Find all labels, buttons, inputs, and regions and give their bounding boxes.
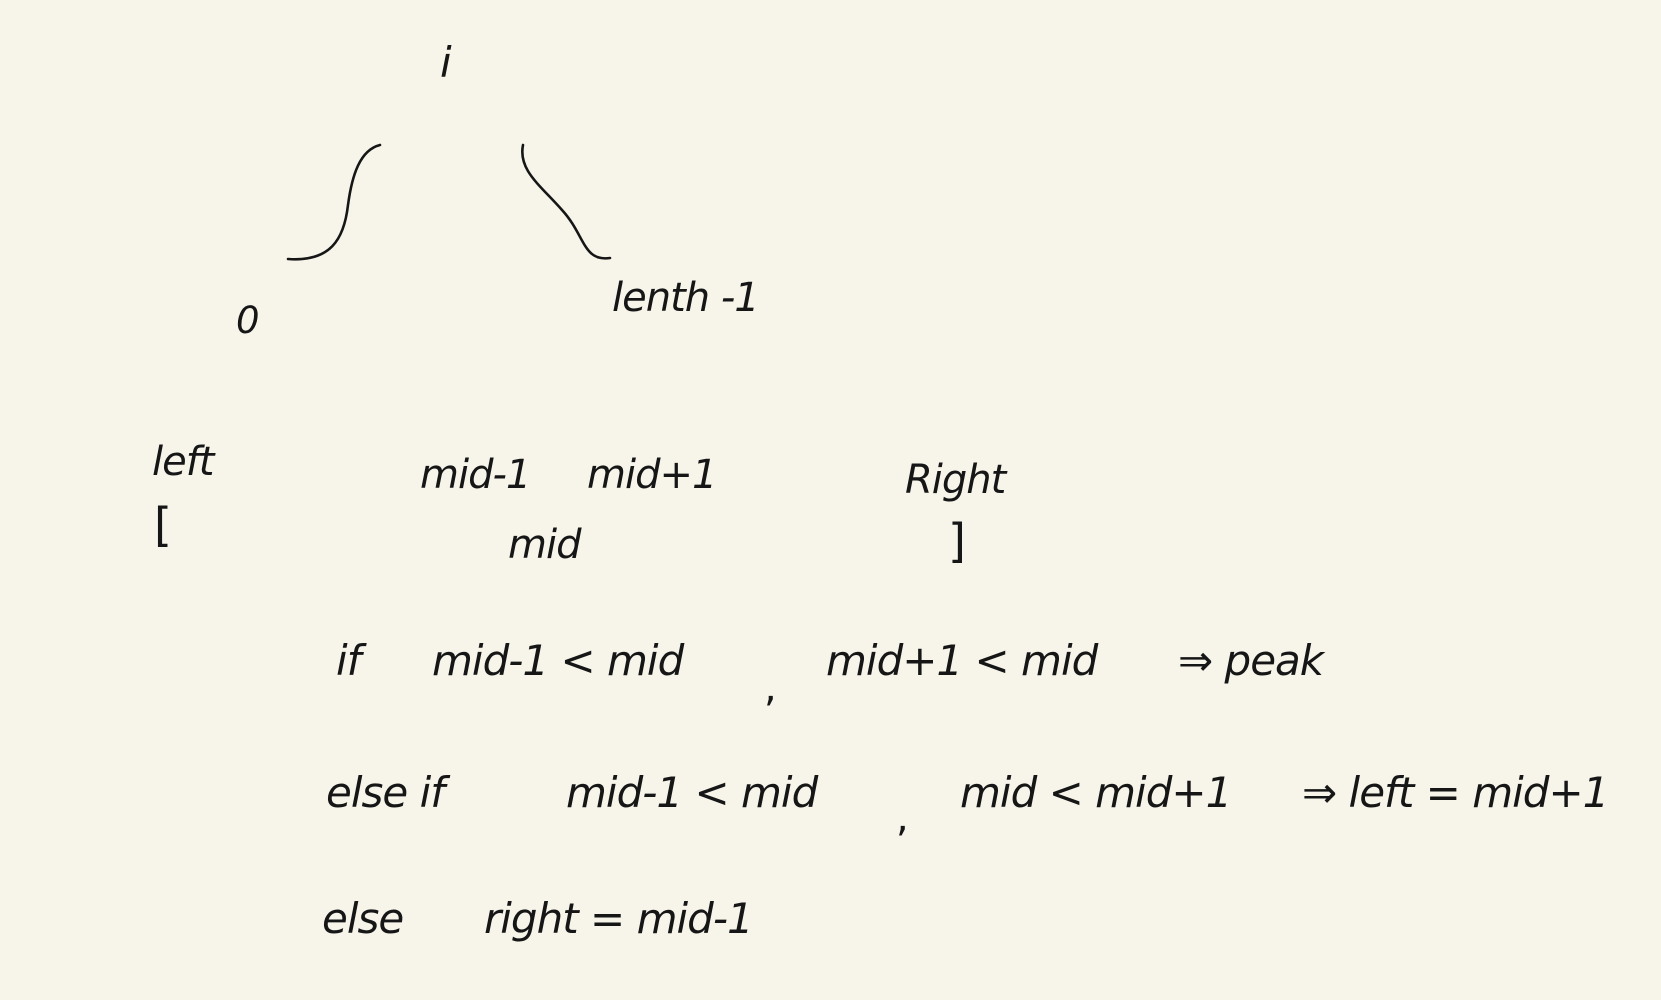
rule3-keyword: else — [322, 894, 404, 943]
rule3-result: right = mid-1 — [484, 894, 754, 943]
right-branch — [520, 143, 612, 260]
rule2-keyword: else if — [326, 768, 445, 817]
array-mid-plus-label: mid+1 — [587, 452, 717, 498]
array-right-label: Right — [905, 457, 1006, 503]
rule1-separator: , — [764, 665, 777, 711]
rule1-keyword: if — [336, 636, 361, 685]
rule2-condition-a: mid-1 < mid — [566, 768, 818, 817]
rule2-result: ⇒ left = mid+1 — [1302, 768, 1609, 817]
rule2-condition-b: mid < mid+1 — [960, 768, 1232, 817]
array-left-bracket: [ — [154, 498, 172, 552]
array-left-label: left — [152, 439, 214, 485]
left-branch — [286, 143, 382, 261]
array-right-bracket: ] — [948, 514, 966, 568]
rule2-separator: , — [896, 795, 909, 841]
array-mid-label: mid — [508, 522, 581, 568]
rule1-condition-b: mid+1 < mid — [826, 636, 1098, 685]
tree-right-child-label: lenth -1 — [612, 275, 760, 321]
rule1-condition-a: mid-1 < mid — [432, 636, 684, 685]
tree-root-label: i — [440, 38, 452, 87]
array-mid-minus-label: mid-1 — [420, 452, 531, 498]
rule1-result: ⇒ peak — [1178, 636, 1324, 685]
tree-left-child-label: 0 — [236, 299, 260, 342]
